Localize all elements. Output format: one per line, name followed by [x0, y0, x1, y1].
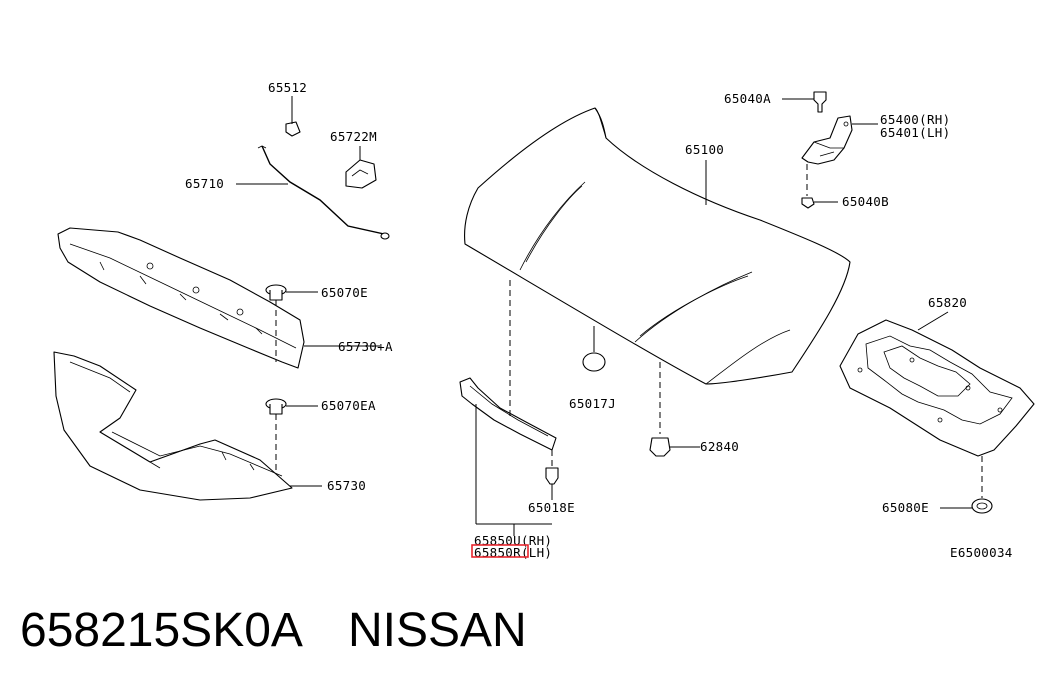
label-65710: 65710: [185, 176, 224, 191]
label-65730: 65730: [327, 478, 366, 493]
hood-hinge-part: [801, 115, 853, 165]
clip-65018e-part: [545, 450, 559, 500]
diagram-reference-code: E6500034: [950, 545, 1013, 560]
pad-65017j-part: [582, 326, 606, 372]
clip-65080e-part: [940, 456, 993, 514]
hood-prop-rod-part: [257, 145, 390, 240]
footer-brand: NISSAN: [348, 604, 527, 657]
label-65040a: 65040A: [724, 91, 771, 106]
lower-panel-65730-part: [53, 351, 293, 501]
label-65080e: 65080E: [882, 500, 929, 515]
highlight-box: [471, 544, 529, 558]
label-65512: 65512: [268, 80, 307, 95]
hood-part: [464, 107, 851, 385]
rod-holder-65722m-part: [345, 146, 377, 189]
grommet-65070e-part: [265, 284, 318, 362]
hood-insulator-part: [839, 319, 1035, 457]
hood-seal-part: [459, 280, 557, 525]
clip-65512-part: [285, 96, 301, 137]
label-65018e: 65018E: [528, 500, 575, 515]
bumper-62840-part: [649, 362, 700, 457]
label-65730a: 65730+A: [338, 339, 393, 354]
footer-part-number: 658215SK0A: [20, 604, 303, 657]
label-65070ea: 65070EA: [321, 398, 376, 413]
label-65400: 65400(RH): [880, 112, 950, 127]
label-65820: 65820: [928, 295, 967, 310]
grommet-65070ea-part: [265, 398, 318, 474]
upper-panel-65730a-part: [57, 227, 305, 369]
label-65100: 65100: [685, 142, 724, 157]
bolt-65040a-part: [782, 91, 827, 113]
nut-65040b-part: [801, 164, 838, 209]
label-62840: 62840: [700, 439, 739, 454]
label-65070e: 65070E: [321, 285, 368, 300]
label-65722m: 65722M: [330, 129, 377, 144]
label-65017j: 65017J: [569, 396, 616, 411]
label-65401: 65401(LH): [880, 125, 950, 140]
label-65040b: 65040B: [842, 194, 889, 209]
